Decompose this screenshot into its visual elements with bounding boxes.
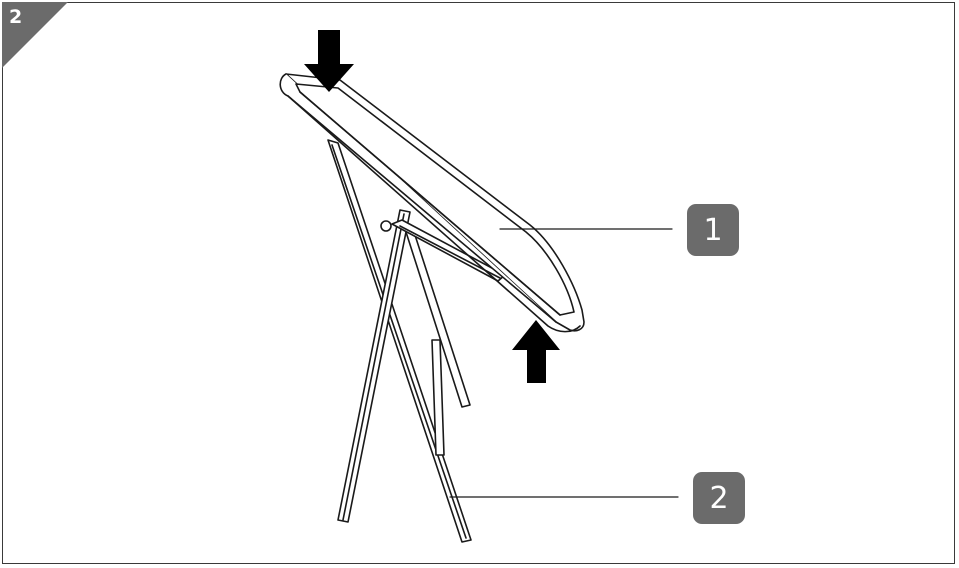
callout-1: 1 — [687, 204, 739, 256]
figure-number: 2 — [9, 6, 23, 28]
ironing-board-top — [279, 73, 585, 333]
arrow-down-icon — [304, 30, 354, 92]
leg-rear — [337, 209, 411, 523]
arrow-up-icon — [512, 320, 560, 383]
leg-inner — [405, 231, 471, 456]
figure-number-badge — [2, 2, 68, 68]
callout-2: 2 — [693, 472, 745, 524]
